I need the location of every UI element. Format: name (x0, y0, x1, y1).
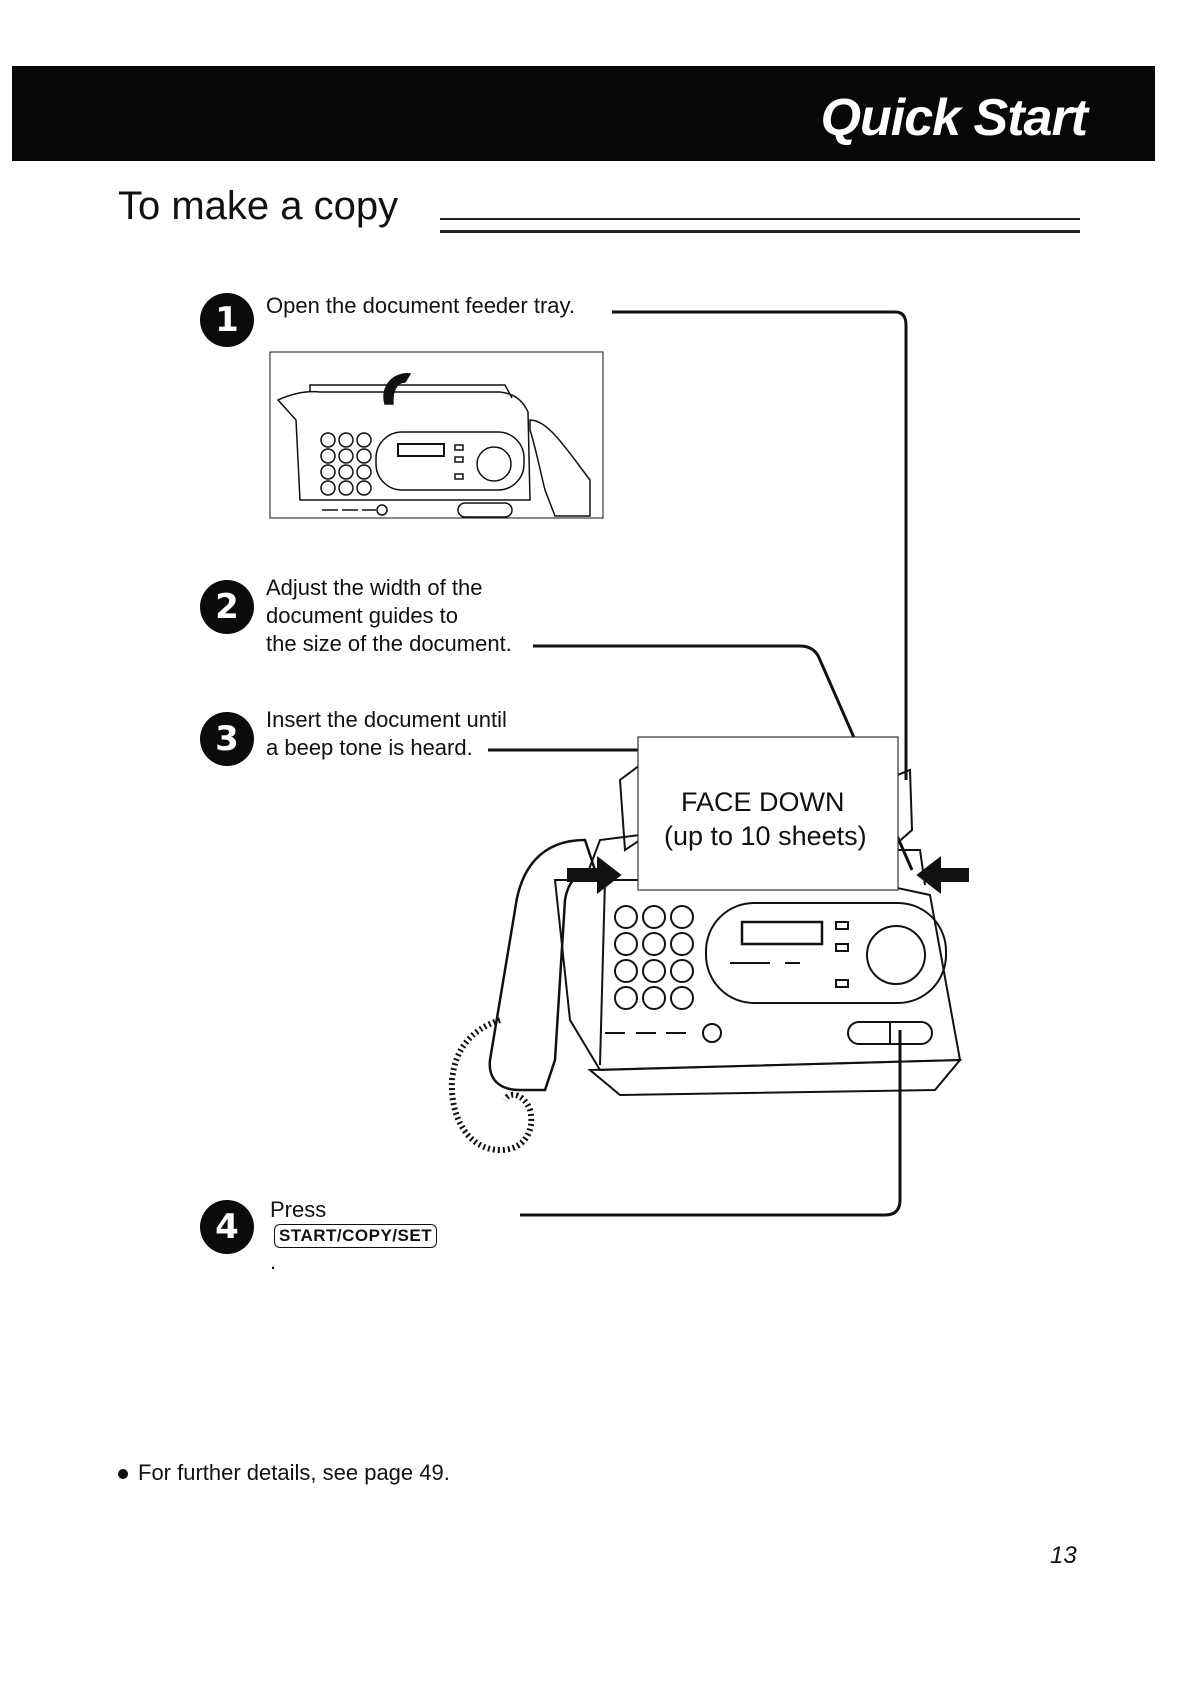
leader-step-1 (612, 312, 906, 780)
keypad (615, 906, 693, 1009)
footnote-text: For further details, see page 49. (138, 1460, 450, 1485)
small-fax-illustration (270, 352, 603, 518)
dial (867, 926, 925, 984)
bullet-icon (118, 1469, 128, 1479)
page-number: 13 (1050, 1542, 1077, 1570)
face-down-label: FACE DOWN (681, 787, 845, 817)
handset-cord (452, 1020, 531, 1150)
control-panel (706, 903, 946, 1003)
sheets-label: (up to 10 sheets) (664, 821, 867, 851)
display-window (742, 922, 822, 944)
leader-step-4 (520, 1030, 900, 1215)
small-keypad (321, 433, 371, 495)
footnote: For further details, see page 49. (118, 1460, 450, 1486)
right-guide-arrow (918, 858, 968, 892)
